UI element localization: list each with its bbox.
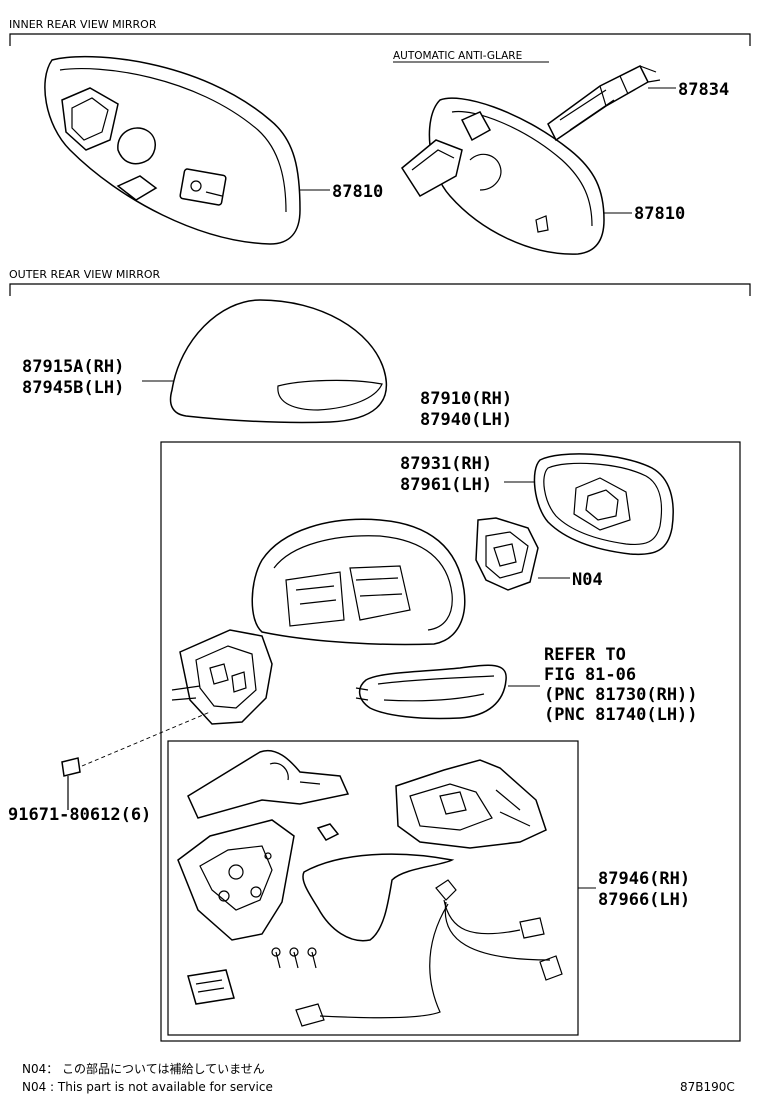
- note-japanese: N04： この部品については補給していません: [22, 1061, 265, 1076]
- leader-screw-dashed: [81, 711, 211, 767]
- mirror-cover[interactable]: [169, 299, 388, 424]
- small-screws[interactable]: [271, 947, 317, 969]
- mirror-base[interactable]: [171, 629, 273, 725]
- inner-section-title: INNER REAR VIEW MIRROR: [9, 18, 157, 31]
- outer-section-bracket: [9, 283, 751, 296]
- wire-harness[interactable]: [295, 879, 563, 1027]
- turn-signal-lamp[interactable]: [355, 664, 507, 720]
- part-number-cover-rh: 87915A(RH): [22, 357, 124, 377]
- part-number-assy-lh: 87940(LH): [420, 410, 512, 430]
- anti-glare-label: AUTOMATIC ANTI-GLARE: [393, 50, 522, 62]
- harness-87834[interactable]: [547, 64, 661, 142]
- mirror-assembly-box: [160, 441, 741, 1042]
- sub-bracket-top[interactable]: [187, 749, 350, 819]
- refer-line-4: (PNC 81740(LH)): [544, 705, 698, 725]
- part-number-sub-rh: 87946(RH): [598, 869, 690, 889]
- part-number-87810-right: 87810: [634, 204, 685, 224]
- mirror-glass[interactable]: [533, 453, 674, 556]
- part-number-cover-lh: 87945B(LH): [22, 378, 124, 398]
- part-number-n04: N04: [572, 570, 603, 590]
- part-number-glass-rh: 87931(RH): [400, 454, 492, 474]
- mirror-housing[interactable]: [251, 518, 466, 646]
- part-number-screw: 91671-80612(6): [8, 805, 151, 825]
- part-number-assy-rh: 87910(RH): [420, 389, 512, 409]
- refer-line-2: FIG 81-06: [544, 665, 636, 685]
- outer-section-title: OUTER REAR VIEW MIRROR: [9, 268, 161, 281]
- figure-code: 87B190C: [680, 1080, 735, 1094]
- refer-line-1: REFER TO: [544, 645, 626, 665]
- small-clip[interactable]: [316, 823, 340, 841]
- part-number-87810-left: 87810: [332, 182, 383, 202]
- inner-mirror-left[interactable]: [44, 55, 301, 245]
- part-number-87834: 87834: [678, 80, 729, 100]
- part-number-glass-lh: 87961(LH): [400, 475, 492, 495]
- connector[interactable]: [187, 969, 235, 1005]
- mounting-plate[interactable]: [177, 819, 295, 941]
- note-english: N04 : This part is not available for ser…: [22, 1080, 273, 1094]
- screw[interactable]: [61, 757, 81, 810]
- inner-mirror-right[interactable]: [401, 97, 605, 255]
- actuator-unit[interactable]: [395, 759, 547, 849]
- inner-section-bracket: [9, 33, 751, 46]
- n04-part[interactable]: [475, 517, 539, 591]
- inner-cover-shell[interactable]: [302, 853, 455, 942]
- refer-line-3: (PNC 81730(RH)): [544, 685, 698, 705]
- part-number-sub-lh: 87966(LH): [598, 890, 690, 910]
